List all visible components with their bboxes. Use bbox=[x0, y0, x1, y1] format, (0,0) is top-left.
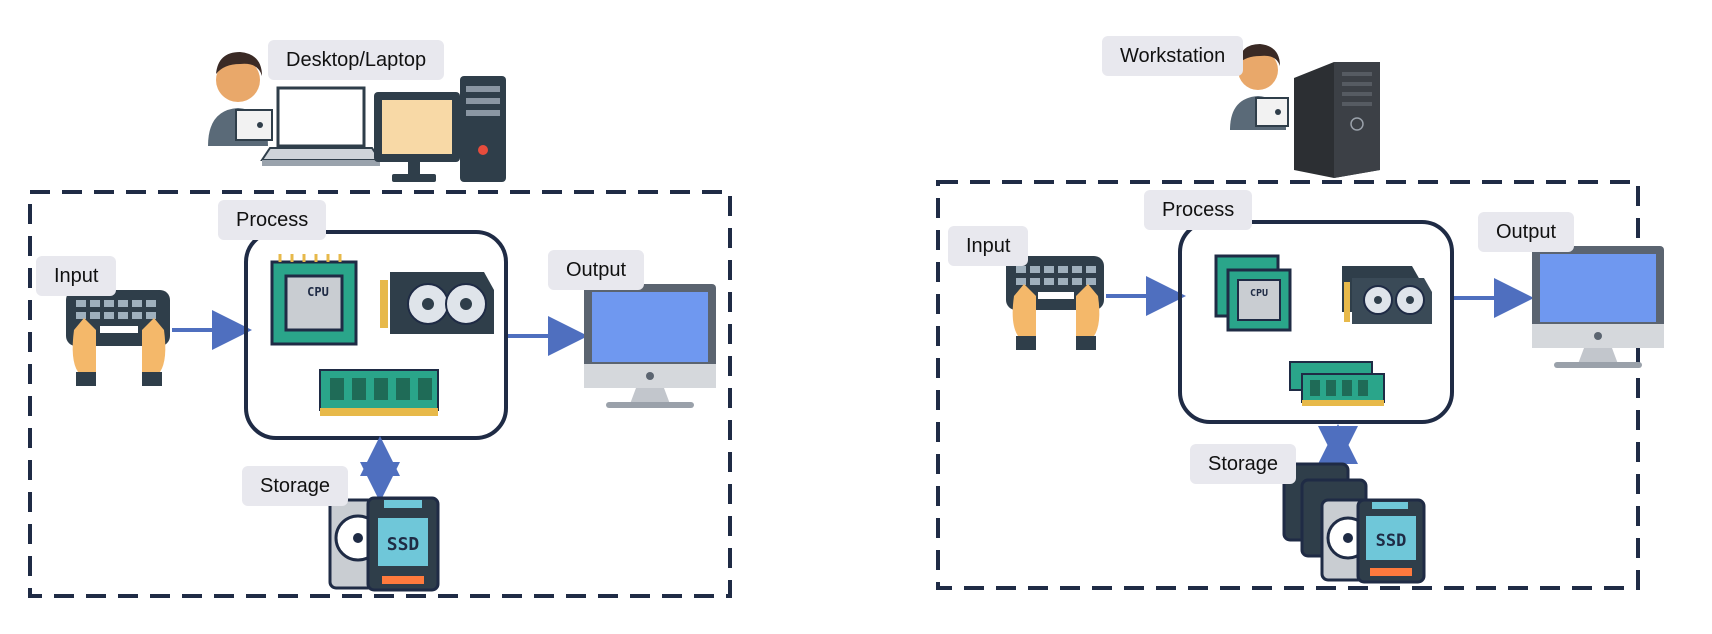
monitor-icon bbox=[1532, 246, 1664, 368]
graphics-card-icon bbox=[1342, 266, 1432, 324]
ram-module-icon bbox=[319, 369, 439, 416]
desktop-laptop-diagram: CPU bbox=[28, 40, 732, 598]
workstation-diagram-graphic: CPU bbox=[936, 44, 1664, 590]
diagram-title-desktop-laptop: Desktop/Laptop bbox=[268, 40, 445, 80]
keyboard-icon bbox=[1006, 256, 1104, 350]
user-icon bbox=[1230, 44, 1289, 130]
graphics-card-icon bbox=[380, 272, 494, 334]
keyboard-icon bbox=[66, 290, 170, 386]
desktop-laptop-diagram-graphic: CPU bbox=[28, 52, 732, 598]
process-label: Process bbox=[1144, 190, 1253, 230]
workstation-diagram: CPU bbox=[856, 0, 1712, 634]
storage-label: Storage bbox=[242, 466, 349, 506]
ssd-icon: SSD bbox=[366, 496, 440, 592]
diagram-title-workstation: Workstation bbox=[1102, 36, 1244, 76]
storage-label: Storage bbox=[1190, 444, 1297, 484]
user-icon bbox=[208, 52, 273, 146]
ssd-icon: SSD bbox=[1356, 498, 1426, 584]
laptop-icon bbox=[260, 86, 382, 166]
ssd-label: SSD bbox=[1376, 531, 1407, 551]
cpu-chip-label: CPU bbox=[307, 285, 329, 299]
ram-module-icon bbox=[1289, 361, 1385, 406]
input-label: Input bbox=[948, 226, 1029, 266]
system-boundary bbox=[28, 190, 732, 598]
tower-workstation-icon bbox=[1294, 62, 1380, 178]
cpu-chip-icon: CPU bbox=[1214, 254, 1292, 332]
output-label: Output bbox=[1478, 212, 1575, 252]
system-boundary bbox=[936, 180, 1640, 590]
process-box bbox=[1178, 220, 1454, 424]
output-label: Output bbox=[548, 250, 645, 290]
process-label: Process bbox=[218, 200, 327, 240]
input-label: Input bbox=[36, 256, 117, 296]
monitor-icon bbox=[584, 284, 716, 408]
cpu-chip-icon: CPU bbox=[270, 254, 358, 346]
ssd-label: SSD bbox=[387, 534, 420, 555]
cpu-chip-label: CPU bbox=[1250, 288, 1268, 299]
desktop-computer-icon bbox=[374, 76, 506, 182]
